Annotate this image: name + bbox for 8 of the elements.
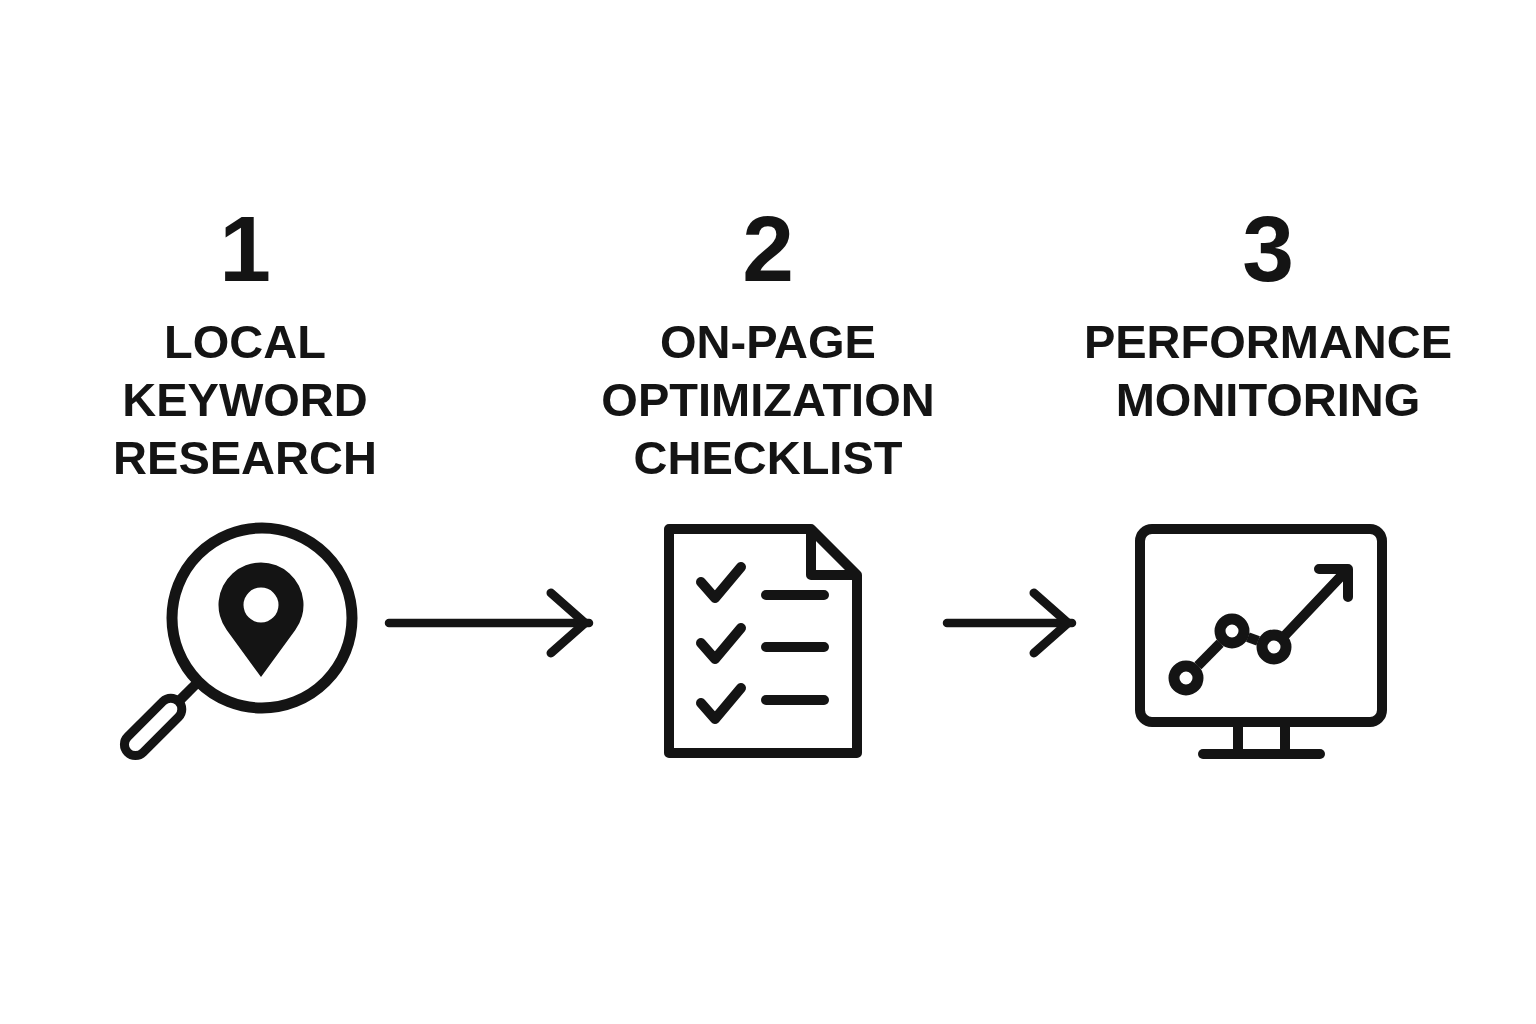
step-number: 2 — [742, 203, 794, 296]
arrow — [384, 588, 594, 658]
step-title: PERFORMANCE MONITORING — [1082, 314, 1454, 428]
step-number: 1 — [219, 203, 271, 296]
step-title: LOCAL KEYWORD RESEARCH — [112, 314, 378, 486]
step-title: ON-PAGE OPTIMIZATION CHECKLIST — [600, 314, 936, 486]
step-number: 3 — [1242, 203, 1294, 296]
arrow — [942, 588, 1077, 658]
